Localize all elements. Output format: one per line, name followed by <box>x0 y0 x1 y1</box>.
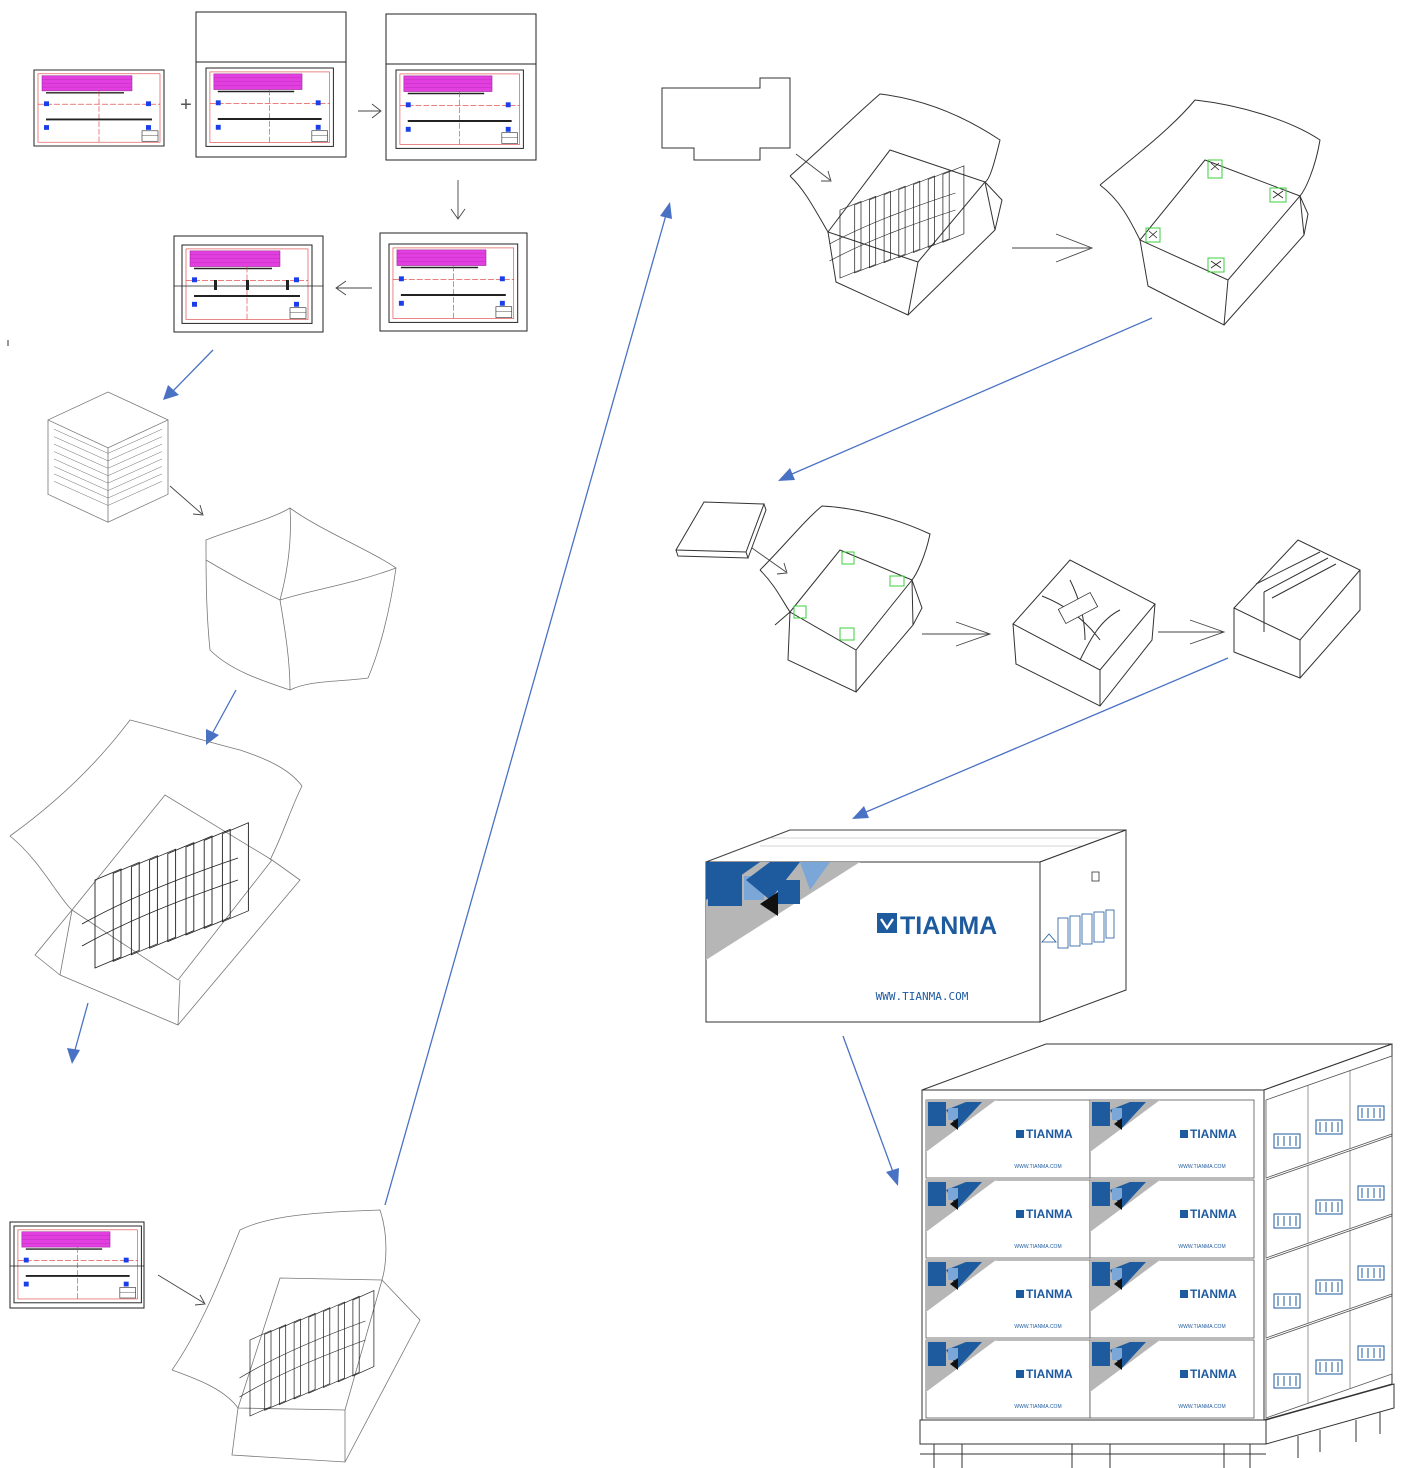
pallet-carton-website: WWW.TIANMA.COM <box>1014 1244 1061 1250</box>
pallet-carton: TIANMA WWW.TIANMA.COM <box>1089 1179 1255 1259</box>
gray-arrow-diag-2 <box>157 1274 206 1306</box>
pallet-side-panel <box>1265 1135 1393 1259</box>
pallet-carton: TIANMA WWW.TIANMA.COM <box>1089 1099 1255 1179</box>
blue-arrow-long <box>384 202 672 1206</box>
pallet-carton-website: WWW.TIANMA.COM <box>1178 1324 1225 1330</box>
pallet-carton-brand: TIANMA <box>1190 1287 1237 1301</box>
handling-symbols-icon <box>1357 1265 1385 1281</box>
protective-bag <box>205 507 397 691</box>
open-box-with-pad <box>759 505 931 693</box>
handling-symbols-icon <box>1315 1199 1343 1215</box>
pallet-carton-brand: TIANMA <box>1190 1367 1237 1381</box>
pallet-carton-brand: TIANMA <box>1026 1367 1073 1381</box>
gray-arrow-right-4 <box>1158 619 1226 645</box>
sheet-step-5 <box>173 235 324 333</box>
handling-symbols-icon <box>1041 909 1115 949</box>
blue-arrow-6 <box>842 1035 899 1186</box>
tianma-logo-icon <box>1016 1130 1024 1138</box>
handling-symbols-icon <box>1315 1359 1343 1375</box>
gray-arrow-left-1 <box>335 280 372 296</box>
carton-website: WWW.TIANMA.COM <box>876 990 969 1003</box>
pallet-load: TIANMA WWW.TIANMA.COM TIANMA WWW.TIANMA.COM… <box>919 1043 1395 1468</box>
blue-arrow-1 <box>163 349 214 400</box>
pallet-carton: TIANMA WWW.TIANMA.COM <box>925 1099 1091 1179</box>
pallet-carton-website: WWW.TIANMA.COM <box>1178 1404 1225 1410</box>
tianma-logo-icon <box>1180 1370 1188 1378</box>
blue-arrow-5 <box>852 657 1229 819</box>
pallet-carton: TIANMA WWW.TIANMA.COM <box>925 1259 1091 1339</box>
gray-arrow-diag-4 <box>751 547 788 575</box>
tianma-logo-icon <box>1016 1290 1024 1298</box>
pallet-carton-brand: TIANMA <box>1026 1127 1073 1141</box>
handling-symbols-icon <box>1273 1373 1301 1389</box>
top-pad <box>675 501 767 559</box>
pallet-carton: TIANMA WWW.TIANMA.COM <box>1089 1259 1255 1339</box>
sheet-step-2 <box>195 11 347 158</box>
tianma-logo-icon <box>1180 1210 1188 1218</box>
pallet-carton-brand: TIANMA <box>1190 1207 1237 1221</box>
handling-symbols-icon <box>1273 1293 1301 1309</box>
plus-sign-icon: + <box>180 94 192 116</box>
tianma-logo-icon <box>875 911 899 935</box>
gray-arrow-right-3 <box>922 621 992 647</box>
blue-arrow-3 <box>67 1002 89 1064</box>
handling-symbols-icon <box>1273 1133 1301 1149</box>
pallet-carton-website: WWW.TIANMA.COM <box>1014 1324 1061 1330</box>
sheet-step-1 <box>33 69 165 147</box>
open-box-top-filled <box>789 93 1003 316</box>
pallet-side-panel <box>1265 1055 1393 1179</box>
tianma-logo-icon <box>1180 1130 1188 1138</box>
tianma-carton: TIANMA WWW.TIANMA.COM <box>705 829 1127 1023</box>
open-box-with-trays <box>9 719 303 1026</box>
pallet-carton: TIANMA WWW.TIANMA.COM <box>1089 1339 1255 1419</box>
tianma-logo-icon <box>1180 1290 1188 1298</box>
pallet-side-panel <box>1265 1295 1393 1419</box>
handling-symbols-icon <box>1357 1345 1385 1361</box>
pallet-carton-website: WWW.TIANMA.COM <box>1014 1404 1061 1410</box>
sheet-step-3 <box>385 13 537 161</box>
pallet-carton-brand: TIANMA <box>1026 1207 1073 1221</box>
carton-brand-name: TIANMA <box>900 912 997 940</box>
pallet-carton-website: WWW.TIANMA.COM <box>1178 1164 1225 1170</box>
closed-box-flaps <box>1012 559 1156 707</box>
gray-arrow-down-1 <box>450 180 466 220</box>
pallet-carton: TIANMA WWW.TIANMA.COM <box>925 1179 1091 1259</box>
pallet-carton: TIANMA WWW.TIANMA.COM <box>925 1339 1091 1419</box>
sheet-step-6 <box>9 1221 145 1309</box>
open-box-with-corner-protectors <box>1099 99 1321 326</box>
tray-stack <box>47 391 169 523</box>
pallet-carton-brand: TIANMA <box>1190 1127 1237 1141</box>
sheet-step-4 <box>379 232 528 332</box>
gray-arrow-right-2 <box>1012 233 1094 263</box>
handling-symbols-icon <box>1273 1213 1301 1229</box>
open-box-with-trays-2 <box>171 1209 421 1463</box>
gray-arrow-diag-1 <box>169 485 204 516</box>
handling-symbols-icon <box>1315 1119 1343 1135</box>
pallet-carton-website: WWW.TIANMA.COM <box>1178 1244 1225 1250</box>
blue-arrow-2 <box>206 689 237 745</box>
gray-arrow-diag-3 <box>795 153 832 182</box>
tianma-logo-icon <box>1016 1370 1024 1378</box>
pallet-side-panel <box>1265 1215 1393 1339</box>
handling-symbols-icon <box>1357 1105 1385 1121</box>
gray-arrow-right-1 <box>358 103 382 119</box>
taped-box <box>1233 539 1361 679</box>
pallet-carton-website: WWW.TIANMA.COM <box>1014 1164 1061 1170</box>
tianma-logo-icon <box>1016 1210 1024 1218</box>
handling-symbols-icon <box>1315 1279 1343 1295</box>
pallet-carton-brand: TIANMA <box>1026 1287 1073 1301</box>
blue-arrow-4 <box>778 317 1153 481</box>
handling-symbols-icon <box>1357 1185 1385 1201</box>
cushion-sheet-cross <box>661 77 791 161</box>
